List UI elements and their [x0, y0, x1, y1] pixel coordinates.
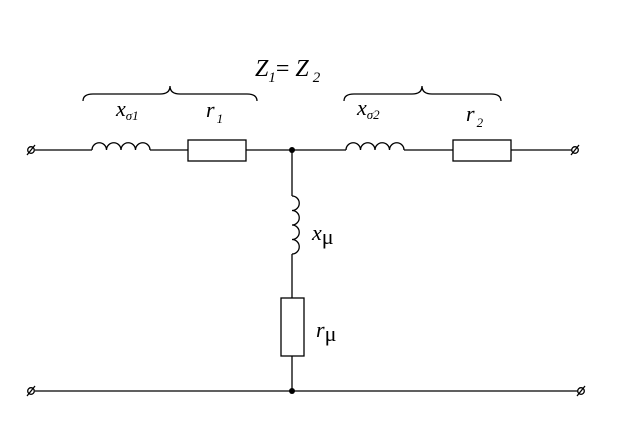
terminal-bottom-right	[576, 385, 586, 397]
resistor-r1	[187, 139, 247, 162]
label-x-sigma2: xσ2	[356, 95, 380, 122]
label-x-sigma1: xσ1	[115, 96, 139, 123]
terminal-top-right	[570, 144, 580, 156]
label-x-mu: xμ	[311, 220, 334, 249]
resistor-r-mu	[280, 297, 305, 357]
terminal-bottom-left	[26, 385, 36, 397]
inductor-x-sigma2	[345, 142, 405, 151]
formula-lhs-sub: 1	[268, 70, 276, 86]
inductor-x-mu	[291, 195, 300, 255]
label-x-sigma1-sub: σ1	[126, 108, 139, 123]
formula-lhs-main: Z	[255, 56, 269, 82]
label-x-mu-main: x	[311, 220, 322, 245]
label-r2-main: r	[466, 101, 475, 126]
terminal-top-left	[26, 144, 36, 156]
resistor-r2	[452, 139, 512, 162]
label-r-mu-sub: μ	[325, 321, 337, 346]
label-r2-sub: 2	[477, 115, 484, 130]
junction-node-bottom	[289, 388, 295, 394]
formula-rhs-main: Z	[295, 56, 309, 82]
brace-z2	[343, 85, 502, 102]
label-x-sigma2-sub: σ2	[367, 107, 380, 122]
junction-node-top	[289, 147, 295, 153]
label-x-sigma2-main: x	[356, 95, 367, 120]
label-r-mu: rμ	[316, 317, 336, 346]
label-r1-sub: 1	[217, 111, 224, 126]
formula-equals: =	[276, 56, 296, 82]
formula-rhs-sub: 2	[313, 70, 321, 86]
brace-z1	[82, 85, 258, 102]
label-r1-main: r	[206, 97, 215, 122]
label-x-mu-sub: μ	[322, 224, 334, 249]
label-r-mu-main: r	[316, 317, 325, 342]
inductor-x-sigma1	[91, 142, 151, 151]
label-x-sigma1-main: x	[115, 96, 126, 121]
